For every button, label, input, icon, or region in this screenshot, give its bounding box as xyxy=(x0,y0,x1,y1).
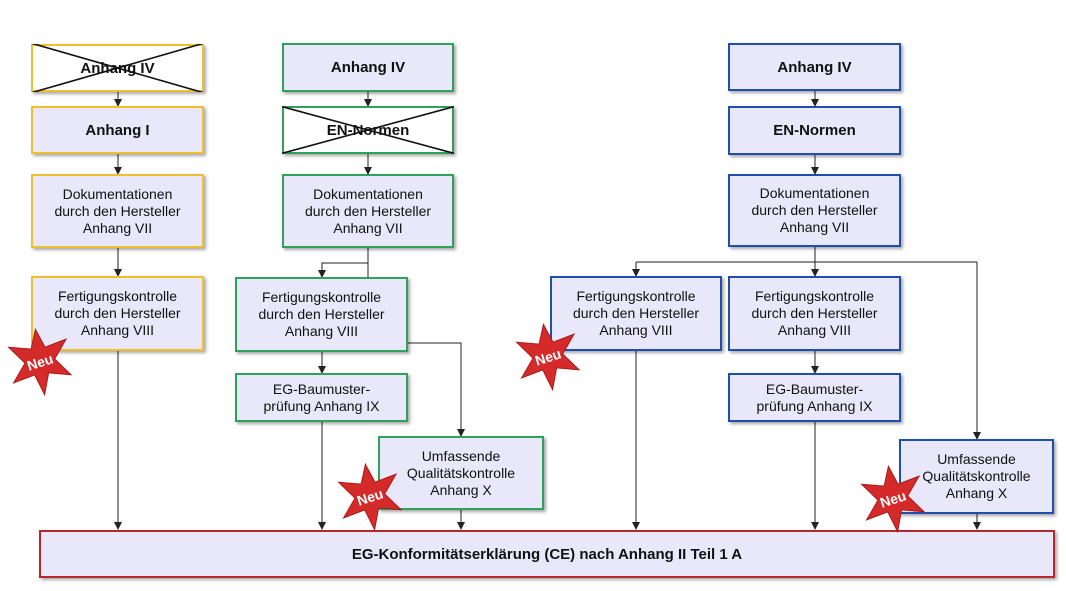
c2-baumuster-box: EG-Baumuster- prüfung Anhang IX xyxy=(235,373,408,422)
new-star-label: Neu xyxy=(355,485,385,508)
c3-fertigung-left-box: Fertigungskontrolle durch den Hersteller… xyxy=(550,276,722,351)
c3-dokumentation-box: Dokumentationen durch den Hersteller Anh… xyxy=(728,174,901,247)
c3-fertigung-mid-box: Fertigungskontrolle durch den Hersteller… xyxy=(728,276,901,351)
star-shape xyxy=(515,322,581,392)
new-star-label: Neu xyxy=(878,487,908,510)
arrow-c2-doc-to-fert xyxy=(318,248,369,278)
c2-en-normen-box: EN-Normen xyxy=(282,106,454,154)
new-star-badge-c3-left: Neu xyxy=(515,322,581,392)
c3-en-normen-box: EN-Normen xyxy=(728,106,901,155)
new-star-badge-c2: Neu xyxy=(337,462,403,532)
star-shape xyxy=(337,462,403,532)
star-shape xyxy=(860,464,926,534)
new-star-badge-c1: Neu xyxy=(7,327,73,397)
ce-declaration-box: EG-Konformitätserklärung (CE) nach Anhan… xyxy=(39,530,1055,578)
c2-dokumentation-box: Dokumentationen durch den Hersteller Anh… xyxy=(282,174,454,248)
c3-qualitaet-box: Umfassende Qualitätskontrolle Anhang X xyxy=(899,439,1054,514)
new-star-label: Neu xyxy=(25,350,55,373)
c2-qualitaet-box: Umfassende Qualitätskontrolle Anhang X xyxy=(378,436,544,510)
star-shape xyxy=(7,327,73,397)
c1-fertigung-box: Fertigungskontrolle durch den Hersteller… xyxy=(31,276,204,351)
new-star-badge-c3-right: Neu xyxy=(860,464,926,534)
new-star-label: Neu xyxy=(533,345,563,368)
c1-anhang-i-box: Anhang I xyxy=(31,106,204,154)
c1-anhang-iv-box: Anhang IV xyxy=(31,44,204,92)
c3-baumuster-box: EG-Baumuster- prüfung Anhang IX xyxy=(728,373,901,422)
c3-anhang-iv-box: Anhang IV xyxy=(728,43,901,91)
c2-anhang-iv-box: Anhang IV xyxy=(282,43,454,92)
c2-fertigung-box: Fertigungskontrolle durch den Hersteller… xyxy=(235,277,408,352)
c1-dokumentation-box: Dokumentationen durch den Hersteller Anh… xyxy=(31,174,204,248)
